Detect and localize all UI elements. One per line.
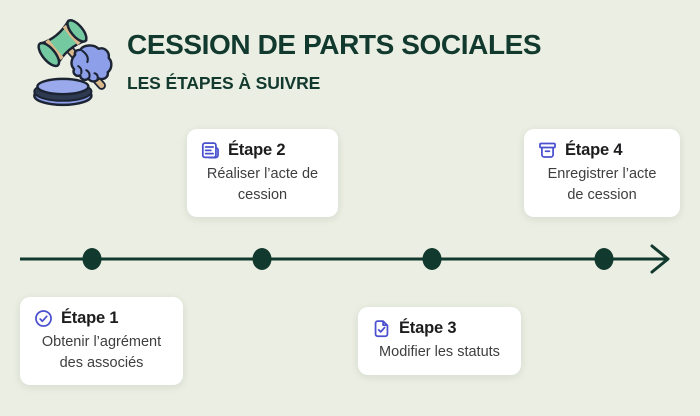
step-card-1: Étape 1 Obtenir l’agrément des associés xyxy=(20,297,183,386)
step-description: Enregistrer l’acte de cession xyxy=(547,166,657,203)
step-card-3: Étape 3 Modifier les statuts xyxy=(358,307,521,375)
step-card-3-header: Étape 3 xyxy=(368,318,511,339)
step-label: Étape 1 xyxy=(61,309,119,327)
timeline-dot xyxy=(252,248,272,270)
step-card-2: Étape 2 Réaliser l’acte de cession xyxy=(187,129,338,218)
document-lines-icon xyxy=(201,142,219,159)
timeline xyxy=(20,244,670,274)
gavel-icon xyxy=(33,19,113,107)
step-card-4: Étape 4 Enregistrer l’acte de cession xyxy=(524,129,680,218)
archive-box-icon xyxy=(539,142,556,158)
timeline-arrow-icon xyxy=(650,244,670,274)
page-subtitle: LES ÉTAPES À SUIVRE xyxy=(127,73,321,94)
step-card-4-header: Étape 4 xyxy=(534,140,670,161)
step-label: Étape 3 xyxy=(399,319,457,337)
step-label: Étape 2 xyxy=(228,141,286,159)
step-description: Obtenir l’agrément des associés xyxy=(41,334,162,371)
step-card-1-header: Étape 1 xyxy=(30,308,173,329)
step-description: Réaliser l’acte de cession xyxy=(206,166,319,203)
gavel-illustration xyxy=(16,6,122,112)
step-label: Étape 4 xyxy=(565,141,623,159)
step-card-2-header: Étape 2 xyxy=(197,140,328,161)
timeline-dot xyxy=(422,248,442,270)
check-circle-icon xyxy=(35,310,52,327)
page-title: CESSION DE PARTS SOCIALES xyxy=(127,29,542,60)
timeline-dot xyxy=(82,248,102,270)
header: CESSION DE PARTS SOCIALES LES ÉTAPES À S… xyxy=(127,29,542,94)
timeline-dot xyxy=(594,248,614,270)
step-description: Modifier les statuts xyxy=(379,344,500,360)
document-check-icon xyxy=(374,320,389,338)
